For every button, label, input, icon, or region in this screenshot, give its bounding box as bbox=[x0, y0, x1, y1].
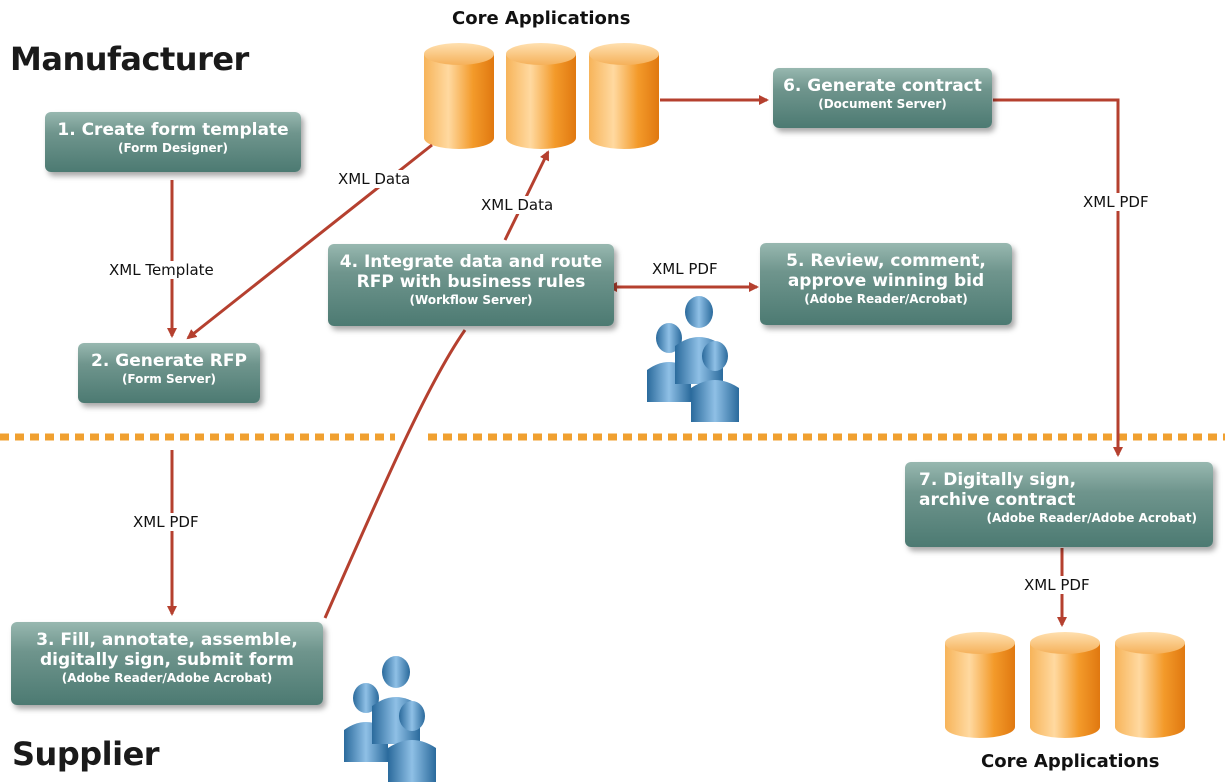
arrow-3-to-4 bbox=[323, 329, 467, 619]
step-3-title-line1: 3. Fill, annotate, assemble, bbox=[36, 630, 298, 650]
step-5-subtitle: (Adobe Reader/Acrobat) bbox=[804, 292, 968, 306]
step-1-subtitle: (Form Designer) bbox=[117, 141, 229, 155]
step-4-title-line1: 4. Integrate data and route bbox=[339, 252, 603, 272]
step-2-subtitle: (Form Server) bbox=[121, 372, 217, 386]
xml-template-label: XML Template bbox=[107, 261, 216, 279]
xml-pdf-label-bottom-right: XML PDF bbox=[1022, 576, 1092, 594]
arrow-6-to-7 bbox=[993, 98, 1123, 457]
people-icon bbox=[344, 656, 436, 782]
xml-pdf-label-right: XML PDF bbox=[1081, 193, 1151, 211]
xml-pdf-label-4-5: XML PDF bbox=[650, 260, 720, 278]
core-applications-bottom-cylinders bbox=[945, 632, 1185, 738]
step-5-title-line1: 5. Review, comment, bbox=[786, 251, 986, 271]
core-applications-top-cylinders bbox=[424, 43, 659, 149]
database-icon bbox=[945, 632, 1015, 738]
step-6-subtitle: (Document Server) bbox=[818, 97, 947, 111]
step-6-generate-contract: 6. Generate contract (Document Server) bbox=[773, 68, 992, 128]
step-4-title-line2: RFP with business rules bbox=[356, 272, 586, 292]
step-7-sign-archive: 7. Digitally sign, archive contract (Ado… bbox=[905, 462, 1213, 547]
step-7-title-line1: 7. Digitally sign, bbox=[919, 470, 1077, 490]
people-icon bbox=[647, 296, 739, 422]
step-5-title-line2: approve winning bid bbox=[787, 271, 985, 291]
supplier-lane-title: Supplier bbox=[12, 735, 160, 773]
database-icon bbox=[1030, 632, 1100, 738]
core-applications-top-label: Core Applications bbox=[452, 8, 631, 29]
step-3-fill-submit-form: 3. Fill, annotate, assemble, digitally s… bbox=[11, 622, 323, 705]
step-1-title: 1. Create form template bbox=[57, 120, 289, 140]
step-4-integrate-route: 4. Integrate data and route RFP with bus… bbox=[328, 244, 614, 326]
core-applications-bottom-label: Core Applications bbox=[981, 751, 1160, 772]
database-icon bbox=[506, 43, 576, 149]
manufacturer-lane-title: Manufacturer bbox=[10, 40, 249, 78]
step-3-title-line2: digitally sign, submit form bbox=[40, 650, 294, 670]
step-2-generate-rfp: 2. Generate RFP (Form Server) bbox=[78, 343, 260, 403]
xml-data-label-left: XML Data bbox=[336, 170, 413, 188]
step-2-title: 2. Generate RFP bbox=[91, 351, 247, 371]
step-7-subtitle: (Adobe Reader/Adobe Acrobat) bbox=[986, 511, 1197, 525]
database-icon bbox=[424, 43, 494, 149]
database-icon bbox=[1115, 632, 1185, 738]
step-1-create-form-template: 1. Create form template (Form Designer) bbox=[45, 112, 301, 172]
step-4-subtitle: (Workflow Server) bbox=[409, 293, 533, 307]
step-7-title-line2: archive contract bbox=[919, 490, 1076, 510]
xml-pdf-label-left: XML PDF bbox=[131, 513, 201, 531]
xml-data-label-mid: XML Data bbox=[479, 196, 556, 214]
step-6-title: 6. Generate contract bbox=[783, 76, 982, 96]
step-3-subtitle: (Adobe Reader/Adobe Acrobat) bbox=[61, 671, 273, 685]
step-5-review-approve: 5. Review, comment, approve winning bid … bbox=[760, 243, 1012, 325]
flow-arrows bbox=[167, 95, 1123, 627]
database-icon bbox=[589, 43, 659, 149]
